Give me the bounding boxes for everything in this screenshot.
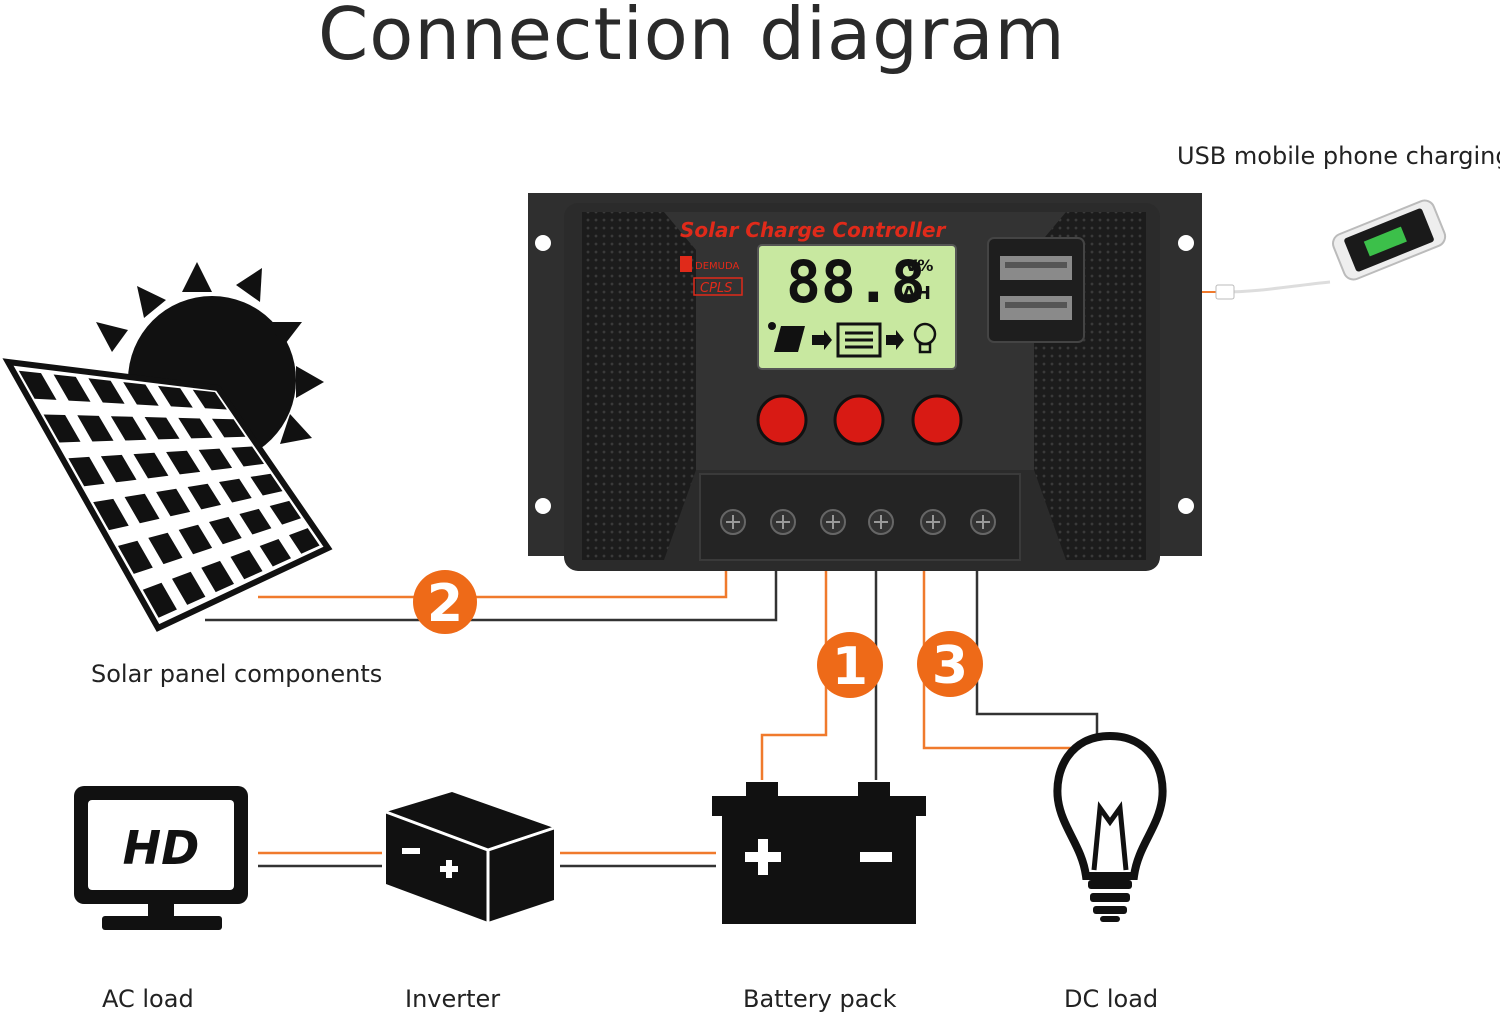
model-label: CPLS (700, 281, 732, 296)
label-solar-panel: Solar panel components (91, 660, 383, 688)
solar-cell (230, 549, 263, 580)
label-ac-load: AC load (102, 985, 194, 1013)
phone-cable (1221, 280, 1331, 294)
solar-cell (259, 539, 291, 567)
solar-cell (142, 582, 177, 618)
controller-button-1 (756, 394, 808, 446)
solar-cell (88, 378, 125, 404)
monitor-hd-text: HD (123, 821, 200, 875)
solar-cell (289, 528, 320, 554)
solar-cell (198, 448, 233, 471)
solar-cell (250, 473, 283, 496)
solar-positive-wire (258, 570, 728, 599)
solar-cell (100, 454, 137, 483)
controller-button-3 (911, 394, 963, 446)
lcd-arrow-icon-2 (886, 330, 904, 350)
brand-name: DEMUDA (695, 261, 739, 272)
mount-hole-br (1178, 498, 1194, 514)
marker-3-text: 3 (932, 636, 968, 696)
label-dc-load: DC load (1064, 985, 1159, 1013)
marker-2: 2 (413, 570, 477, 634)
label-usb-charging: USB mobile phone charging (1177, 142, 1500, 170)
controller-title: Solar Charge Controller (680, 218, 947, 242)
brand-logo-icon (680, 256, 692, 272)
solar-cell (219, 478, 252, 503)
dc-positive-wire (922, 570, 1075, 750)
lcd-arrow-icon (812, 330, 832, 350)
solar-cell (172, 571, 206, 605)
solar-cell (187, 483, 221, 510)
page-title: Connection diagram (318, 0, 1066, 76)
solar-cell (178, 417, 213, 439)
marker-1-text: 1 (832, 637, 868, 697)
charge-controller: Solar Charge Controller DEMUDA CPLS 88.8… (528, 193, 1202, 571)
solar-cell (239, 508, 272, 535)
solar-cell (118, 540, 153, 574)
solar-cell (53, 374, 91, 402)
lcd-unit-bottom: AH (902, 283, 931, 304)
solar-cell (231, 446, 264, 467)
lcd-solar-icon (768, 322, 805, 352)
inverter-icon (385, 792, 555, 922)
mount-hole-bl (535, 498, 551, 514)
usb-port-housing (987, 237, 1085, 343)
solar-cell (133, 452, 169, 479)
battery-icon (712, 782, 926, 924)
solar-cell (124, 493, 160, 524)
phone-icon (1332, 199, 1447, 281)
label-battery-pack: Battery pack (743, 985, 897, 1013)
solar-cell (269, 500, 301, 525)
left-texture (582, 212, 696, 560)
bulb-icon (1053, 731, 1167, 922)
terminal-block (699, 473, 1021, 561)
marker-2-text: 2 (427, 574, 463, 634)
solar-cell (123, 382, 159, 406)
solar-cell (148, 532, 183, 565)
battery-positive-wire (760, 570, 828, 780)
solar-cell (156, 488, 191, 517)
solar-cell (212, 418, 246, 438)
solar-cell (43, 414, 81, 443)
solar-cell (18, 370, 57, 400)
solar-cell (192, 389, 227, 410)
solar-cell (166, 450, 201, 475)
lcd-battery-icon (836, 322, 882, 358)
dc-negative-wire (975, 570, 1099, 736)
monitor-icon: HD (74, 786, 248, 930)
mount-hole-tr (1178, 235, 1194, 251)
solar-cell (178, 524, 213, 555)
mount-hole-tl (535, 235, 551, 251)
label-inverter: Inverter (405, 985, 501, 1013)
lcd-unit-top: V% (905, 256, 933, 275)
solar-negative-wire (205, 570, 778, 622)
solar-cell (77, 415, 114, 442)
usb-plug-icon (1215, 284, 1235, 300)
lcd-screen (757, 244, 957, 370)
solar-cell (93, 498, 129, 531)
marker-3: 3 (917, 631, 983, 697)
solar-cell (209, 516, 242, 545)
solar-cell (110, 416, 147, 441)
solar-cell (68, 456, 105, 487)
lcd-digits: 88.8 (786, 248, 926, 316)
solar-cell (144, 417, 180, 440)
marker-1: 1 (817, 632, 883, 698)
lcd-bulb-icon (913, 322, 937, 354)
solar-cell (158, 385, 193, 408)
solar-panel-grid (2, 358, 333, 632)
controller-button-2 (833, 394, 885, 446)
solar-cell (201, 560, 234, 593)
